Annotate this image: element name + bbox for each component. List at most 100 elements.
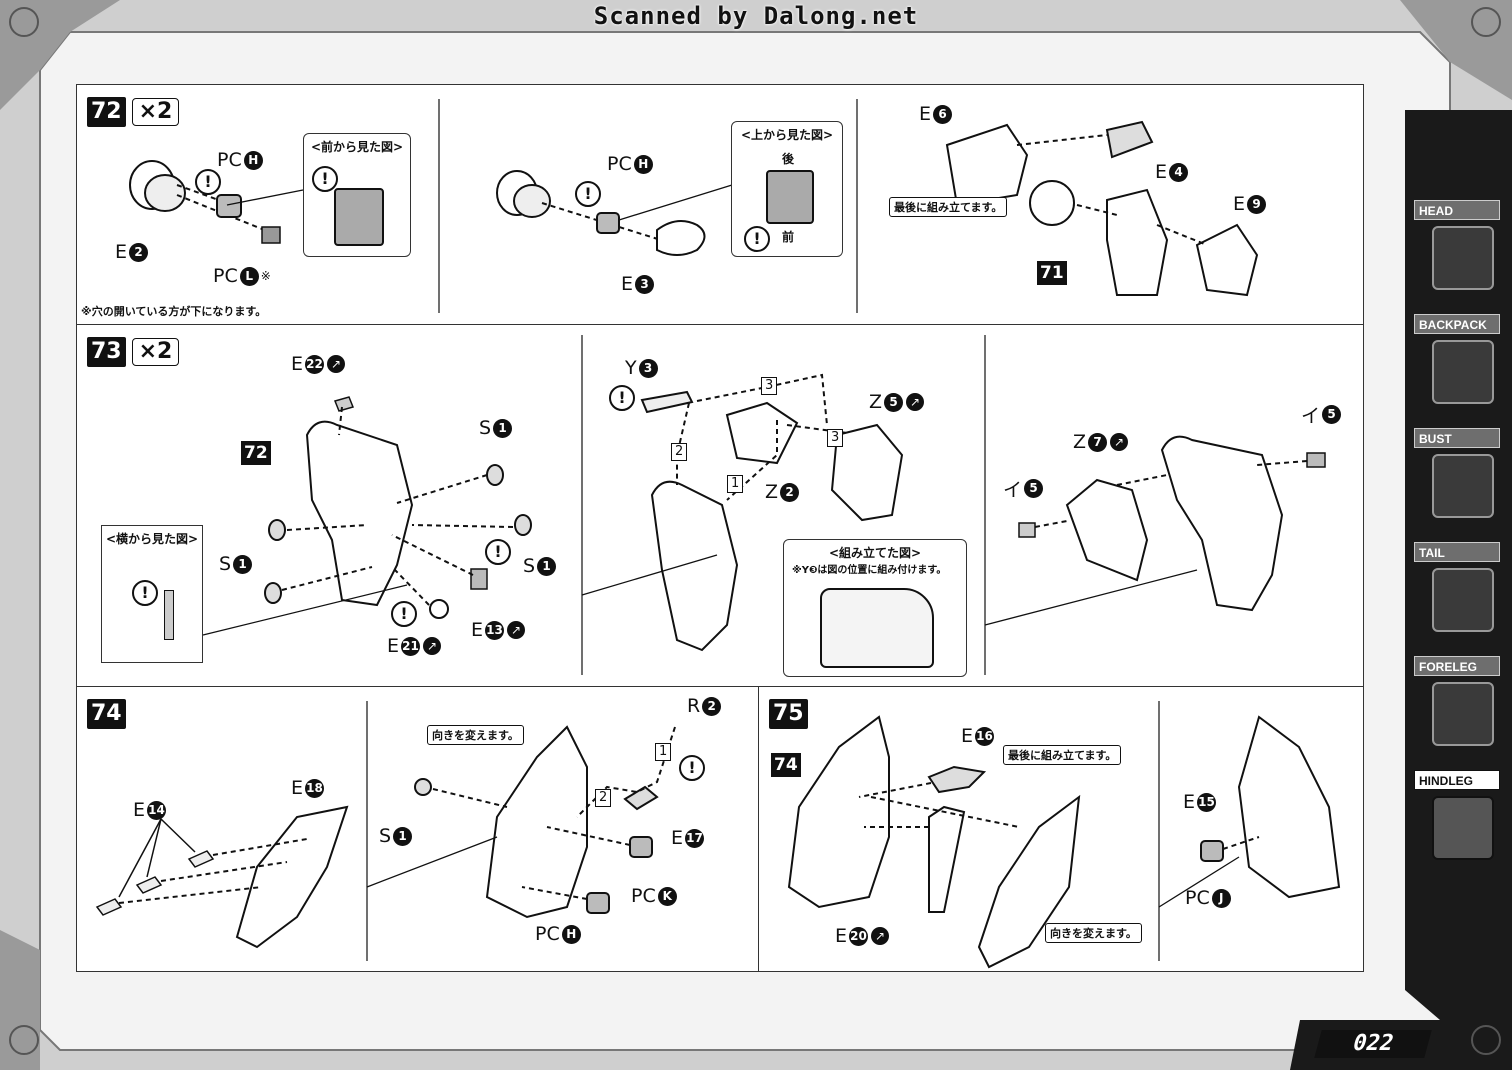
part-id-badge: 18: [305, 778, 325, 798]
step-number: 73: [87, 337, 126, 367]
pc-part-front-view: [334, 188, 384, 246]
part-id-badge: 20: [849, 926, 869, 946]
part-tree-letter: S: [219, 553, 232, 575]
part-id-badge: 5: [1024, 479, 1044, 498]
part-id-badge: 16: [975, 726, 995, 746]
backpack-thumbnail-icon: [1432, 340, 1494, 404]
change-direction-tag: 向きを変えます。: [1045, 923, 1142, 943]
reference-step-71: 71: [1037, 261, 1067, 285]
step-74-header: 74: [87, 699, 126, 729]
hindleg-thumbnail-icon: [1432, 796, 1494, 860]
tab-label: TAIL: [1414, 542, 1500, 562]
back-label: 後: [782, 152, 795, 166]
tab-label: FORELEG: [1414, 656, 1500, 676]
change-direction-tag: 向きを変えます。: [427, 725, 524, 745]
order-number: 3: [827, 429, 844, 447]
top-view-callout: <上から見た図> 後 ! 前: [731, 121, 843, 257]
part-tree-letter: S: [523, 555, 536, 577]
step-74-illustration: [95, 701, 676, 961]
scanner-watermark: Scanned by Dalong.net: [593, 2, 919, 30]
caution-icon: !: [485, 539, 511, 565]
part-tree-letter: Z: [765, 481, 779, 503]
section-tab-hindleg[interactable]: HINDLEG: [1412, 770, 1504, 874]
part-id-badge: 14: [147, 800, 167, 820]
callout-title: <前から見た図>: [310, 140, 404, 154]
caution-icon: !: [609, 385, 635, 411]
part-id-badge: H: [633, 154, 653, 174]
part-id-badge: 1: [493, 418, 513, 438]
hole-orientation-note: ※穴の開いている方が下になります。: [81, 305, 267, 318]
part-tree-letter: PC: [607, 153, 632, 175]
part-tree-letter: E: [1155, 161, 1168, 183]
part-id-badge: 15: [1197, 792, 1217, 812]
assemble-last-tag: 最後に組み立てます。: [889, 197, 1008, 217]
assembled-view-callout: <組み立てた図> ※Y❸は図の位置に組み付けます。: [783, 539, 967, 677]
step-number: 75: [769, 699, 808, 729]
part-tree-letter: E: [835, 925, 848, 947]
part-tree-letter: PC: [631, 885, 656, 907]
order-number: 1: [727, 475, 744, 493]
part-tree-letter: Y: [625, 357, 637, 379]
section-tab-head[interactable]: HEAD: [1412, 200, 1504, 304]
tab-label: HINDLEG: [1414, 770, 1500, 790]
section-tab-backpack[interactable]: BACKPACK: [1412, 314, 1504, 418]
part-id-badge: 1: [393, 826, 413, 846]
section-tab-foreleg[interactable]: FORELEG: [1412, 656, 1504, 760]
part-tree-letter: PC: [213, 265, 238, 287]
part-tree-letter: E: [387, 635, 400, 657]
part-id-badge: 6: [933, 104, 953, 124]
part-tree-letter: E: [961, 725, 974, 747]
step-73-panel: 73 ×2: [76, 324, 1364, 688]
nub-cut-icon: ↗: [327, 355, 346, 373]
section-tab-bust[interactable]: BUST: [1412, 428, 1504, 532]
part-tree-letter: E: [291, 777, 304, 799]
section-tab-tail[interactable]: TAIL: [1412, 542, 1504, 646]
callout-title: <組み立てた図>: [828, 546, 922, 560]
caution-icon: !: [195, 169, 221, 195]
pc-part-top-view: [766, 170, 814, 224]
caution-icon: !: [679, 755, 705, 781]
quantity-multiplier: ×2: [131, 338, 180, 366]
reference-step-72: 72: [241, 441, 271, 465]
order-number: 1: [655, 743, 672, 761]
step-73-illustration: [202, 335, 1326, 675]
page-number: 022: [1314, 1030, 1432, 1058]
part-tree-letter: イ: [1301, 405, 1321, 427]
part-id-badge: 22: [305, 354, 325, 374]
part-tree-letter: E: [1233, 193, 1246, 215]
part-tree-letter: E: [919, 103, 932, 125]
step-72-illustration: [129, 99, 1259, 313]
callout-title: <横から見た図>: [105, 532, 199, 546]
step-73-header: 73 ×2: [87, 337, 180, 367]
step-number: 72: [87, 97, 126, 127]
part-id-badge: 17: [685, 828, 705, 848]
front-view-callout: <前から見た図> !: [303, 133, 411, 257]
reference-step-74: 74: [771, 753, 801, 777]
part-tree-letter: イ: [1003, 479, 1023, 501]
step-72-header: 72 ×2: [87, 97, 180, 127]
part-tree-letter: E: [471, 619, 484, 641]
